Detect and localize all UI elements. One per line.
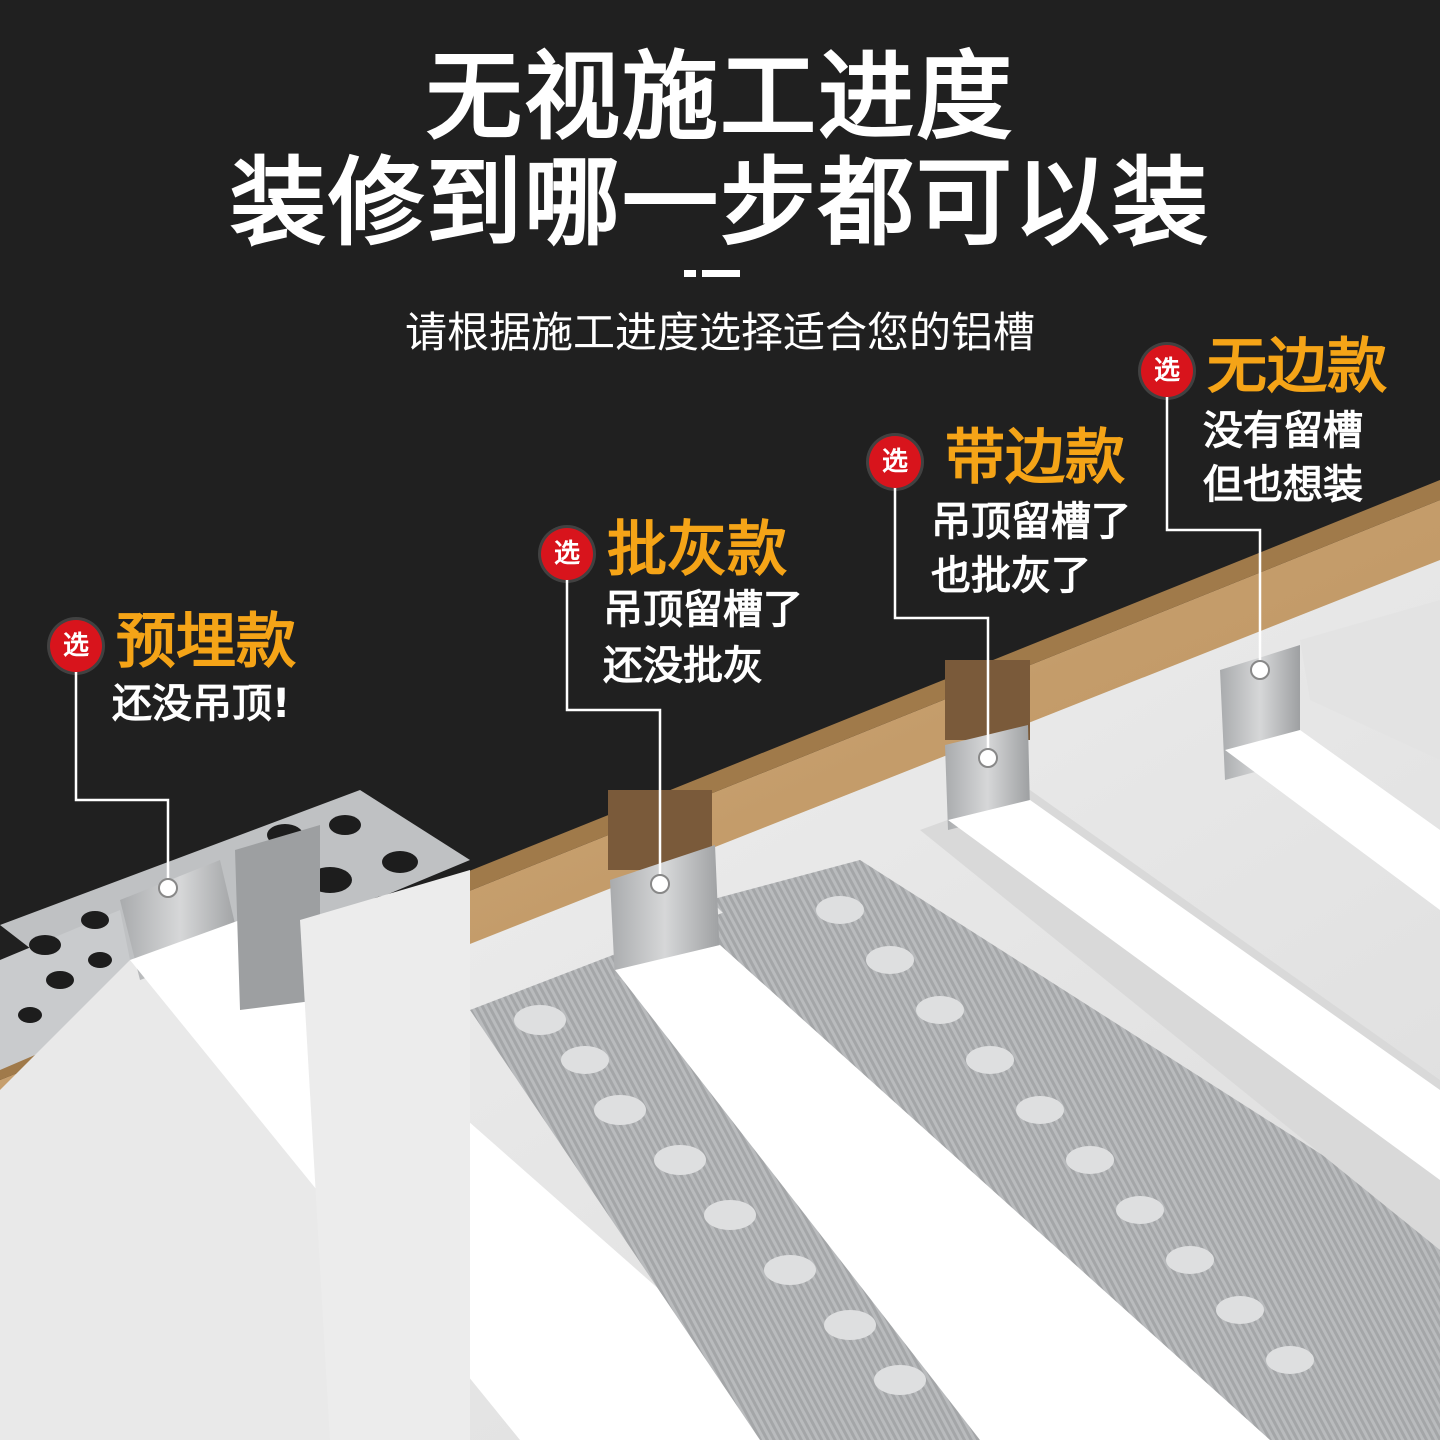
title-divider — [684, 270, 740, 278]
option-desc-line-2: 还没批灰 — [603, 643, 763, 689]
select-badge: 选 — [50, 620, 102, 672]
select-badge: 选 — [1141, 345, 1193, 397]
subtitle: 请根据施工进度选择适合您的铝槽 — [404, 308, 1035, 357]
option-desc-line-1: 还没吊顶! — [112, 681, 291, 727]
led-strip-1 — [130, 920, 830, 1440]
option-desc-line-2: 也批灰了 — [931, 553, 1091, 599]
leader-line-3 — [893, 487, 990, 755]
led-strip-2 — [615, 945, 1270, 1440]
divider-dot — [684, 270, 696, 277]
option-desc-line-1: 吊顶留槽了 — [931, 499, 1131, 545]
option-name: 批灰款 — [607, 515, 787, 585]
led-strip-4 — [1225, 730, 1440, 910]
option-name: 预埋款 — [116, 607, 296, 677]
option-desc-line-1: 没有留槽 — [1203, 408, 1363, 454]
divider-bar — [702, 270, 740, 277]
option-name: 无边款 — [1207, 332, 1387, 402]
leader-line-2 — [565, 578, 662, 880]
led-strip-3 — [948, 800, 1440, 1180]
headline-line-1: 无视施工进度 — [426, 41, 1014, 153]
option-desc-line-1: 吊顶留槽了 — [603, 587, 803, 633]
select-badge: 选 — [869, 436, 921, 488]
option-name: 带边款 — [945, 423, 1125, 493]
select-badge: 选 — [541, 528, 593, 580]
option-desc-line-2: 但也想装 — [1203, 462, 1363, 508]
headline-line-2: 装修到哪一步都可以装 — [230, 147, 1210, 259]
leader-line-4 — [1165, 397, 1262, 667]
leader-line-1 — [74, 672, 170, 885]
